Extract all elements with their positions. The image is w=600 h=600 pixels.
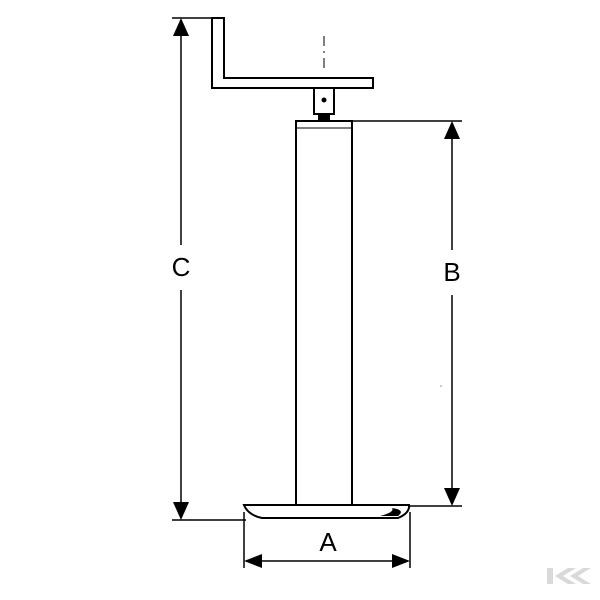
dimension-b-arrow-bottom: [444, 488, 460, 506]
dimension-c-label: C: [172, 252, 191, 282]
base-foot-plate: [242, 504, 411, 519]
main-tube: [295, 120, 353, 506]
brand-k-logo-icon: [547, 568, 591, 584]
dimension-c-arrow-bottom: [173, 502, 189, 520]
dimension-c-arrow-top: [173, 18, 189, 36]
dimension-b-arrow-top: [444, 121, 460, 139]
mounting-bracket: [211, 17, 374, 89]
pivot-collar: [318, 114, 330, 121]
base-foot-shade: [380, 508, 401, 516]
dimension-c: C: [172, 17, 246, 521]
dimension-b: B: [352, 120, 462, 507]
dimension-a-label: A: [319, 527, 337, 557]
pivot-pin: [321, 97, 327, 103]
dimension-a-arrow-right: [392, 554, 410, 568]
dimension-a-arrow-left: [244, 554, 262, 568]
dimension-a: A: [243, 512, 411, 568]
dimension-b-label: B: [443, 257, 460, 287]
speck: [440, 385, 442, 387]
